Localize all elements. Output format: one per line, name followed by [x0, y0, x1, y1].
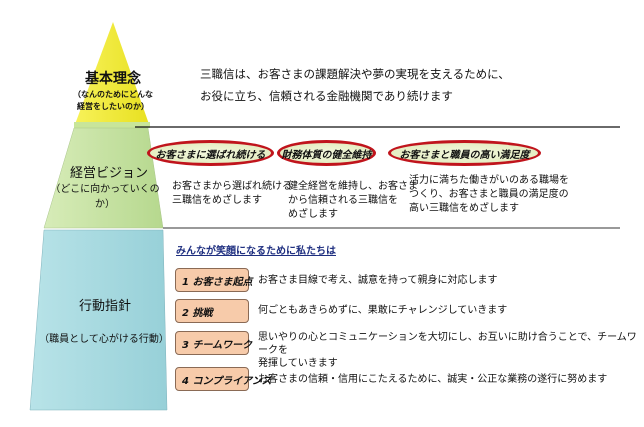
middle-tier-subtitle: （どこに向かっていくのか） — [50, 184, 160, 210]
actions-heading: みんなが笑顔になるために私たちは — [176, 246, 336, 257]
action-description: お客さまの信頼・信用にこたえるために、誠実・公正な業務の遂行に努めます — [258, 373, 607, 386]
top-tier-subtitle: （なんのためにどんな 経営をしたいのか） — [60, 89, 166, 113]
action-description: お客さま目線で考え、誠意を持って親身に対応します — [258, 274, 498, 287]
philosophy-text: 三職信は、お客さまの課題解決や夢の実現を支えるために、 お役に立ち、信頼される金… — [200, 63, 510, 107]
vision-description: お客さまから選ばれ続ける 三職信をめざします — [172, 180, 292, 208]
vision-desc-line: から信頼される三職信を — [288, 195, 398, 206]
vision-badge: お客さまと職員の高い満足度 — [388, 140, 541, 166]
vision-badge: お客さまに選ばれ続ける — [147, 140, 274, 166]
vision-desc-line: 活力に満ちた働きがいのある職場を — [409, 175, 569, 186]
pyramid-bottom-tier — [29, 229, 168, 411]
vision-desc-line: 三職信をめざします — [172, 195, 262, 206]
action-label-customer-first: 1 お客さま起点 — [175, 268, 252, 292]
vision-description: 健全経営を維持し、お客さま から信頼される三職信を めざします — [288, 180, 418, 222]
action-desc-line: 思いやりの心とコミュニケーションを大切にし、お互いに助け合うことで、チームワーク… — [258, 332, 637, 356]
top-tier-sub-line: （なんのためにどんな — [73, 90, 153, 99]
action-description: 何ごともあきらめずに、果敢にチャレンジしていきます — [258, 304, 507, 317]
action-desc-line: お客さま目線で考え、誠意を持って親身に対応します — [258, 275, 498, 286]
bottom-tier-title: 行動指針 — [78, 299, 131, 314]
philosophy-line: 三職信は、お客さまの課題解決や夢の実現を支えるために、 — [200, 67, 510, 81]
vision-desc-line: 高い三職信をめざします — [409, 203, 519, 214]
action-description: 思いやりの心とコミュニケーションを大切にし、お互いに助け合うことで、チームワーク… — [258, 331, 644, 370]
top-tier-sub-line: 経営をしたいのか） — [77, 102, 149, 111]
vision-desc-line: 健全経営を維持し、お客さま — [288, 181, 418, 192]
vision-desc-line: つくり、お客さまと職員の満足度の — [409, 189, 569, 200]
top-tier-title: 基本理念 — [85, 71, 141, 87]
action-desc-line: 発揮していきます — [258, 358, 338, 369]
vision-desc-line: お客さまから選ばれ続ける — [172, 181, 292, 192]
action-label-teamwork: 3 チームワーク — [175, 331, 252, 355]
vision-badge: 財務体質の健全維持 — [277, 140, 376, 166]
action-label-compliance: 4 コンプライアンス — [175, 367, 272, 391]
action-desc-line: 何ごともあきらめずに、果敢にチャレンジしていきます — [258, 305, 508, 316]
action-label-challenge: 2 挑戦 — [175, 299, 249, 323]
pyramid-top-tier — [74, 22, 150, 127]
philosophy-line: お役に立ち、信頼される金融機関であり続けます — [200, 89, 453, 103]
bottom-tier-subtitle: （職員として心がける行動） — [39, 334, 169, 345]
action-desc-line: お客さまの信頼・信用にこたえるために、誠実・公正な業務の遂行に努めます — [258, 374, 608, 385]
vision-description: 活力に満ちた働きがいのある職場を つくり、お客さまと職員の満足度の 高い三職信を… — [409, 174, 569, 216]
vision-desc-line: めざします — [288, 209, 338, 220]
middle-tier-title: 経営ビジョン — [69, 166, 148, 181]
